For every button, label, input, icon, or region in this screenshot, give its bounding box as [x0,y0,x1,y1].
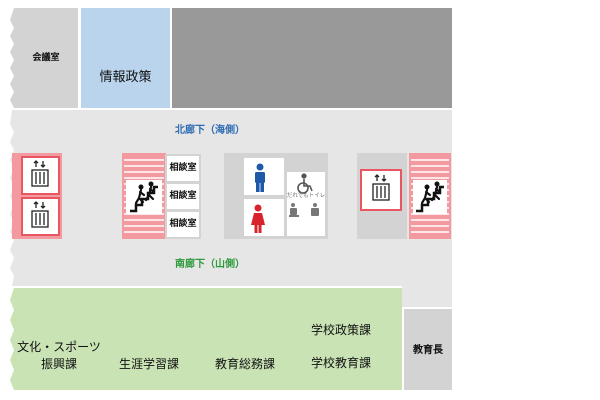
info-policy-room [81,8,170,108]
school-policy-label: 学校政策課 [310,323,371,337]
meeting-room [10,8,78,108]
stairs-icon [416,181,444,213]
superintendent-label: 教育長 [413,345,443,356]
office-area [10,288,402,390]
male-toilet-icon [255,163,265,192]
consult-room-label: 相談室 [169,163,197,173]
consult-room-label: 相談室 [169,191,197,201]
elevator-icon [31,201,49,228]
south-corridor-label: 南廊下（山側） [175,259,245,270]
edu-general-affairs-label: 教育総務課 [214,357,275,371]
lifelong-learning-label: 生涯学習課 [118,357,179,371]
landing [126,180,162,214]
culture-sports-label-2: 振興課 [40,357,77,371]
female-toilet [244,199,284,236]
consult-room-3 [165,210,201,239]
accessible-toilet-sign: だれでもトイレ [286,193,326,199]
meeting-room-label: 会議室 [32,53,60,63]
storage-area [172,8,452,108]
landing [413,180,447,214]
elevator-icon [31,160,49,187]
north-corridor-label: 北廊下（海側） [175,125,245,136]
female-toilet-icon [251,204,265,233]
culture-sports-label-1: 文化・スポーツ [17,340,101,354]
elevator-car [21,156,60,195]
school-education-label: 学校教育課 [310,356,371,370]
stairs-icon [130,181,158,213]
baby-care-icon [289,203,299,217]
consult-room-label: 相談室 [169,219,197,229]
wheelchair-icon [297,173,313,194]
elevator-icon [372,174,390,201]
info-policy-label: 情報政策 [99,70,152,85]
ostomate-icon [311,203,319,216]
superintendent-room [404,309,452,390]
